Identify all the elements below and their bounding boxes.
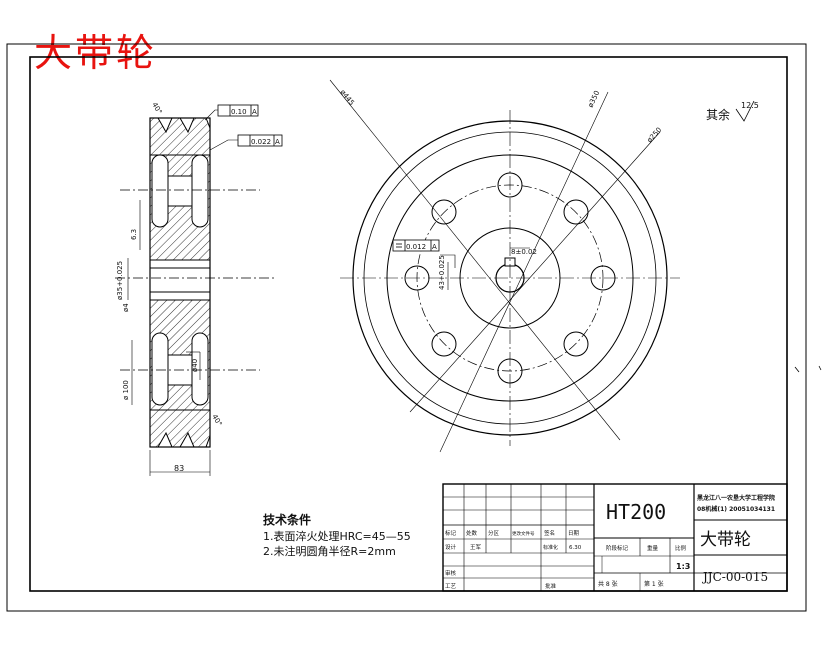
section-view (115, 109, 275, 476)
tech-line-2: 2.未注明圆角半径R=2mm (263, 544, 396, 558)
runout-box-2 (237, 134, 283, 147)
tb-jieduan: 阶段标记 (606, 544, 629, 552)
runout-2-datum: A (275, 138, 280, 146)
right-hole-top (191, 154, 209, 228)
tb-bili: 比例 (675, 544, 687, 552)
title-block (442, 483, 788, 592)
tb-designer: 王军 (470, 544, 482, 551)
sheets-total: 共 8 张 (598, 580, 618, 588)
tb-zhongliang: 重量 (647, 544, 659, 552)
surface-finish-icon (735, 100, 755, 122)
dim-hub-40: ø40 (191, 359, 199, 372)
symmetry-datum: A (432, 243, 437, 251)
tb-biaozhunhua: 标准化 (543, 544, 558, 551)
tb-riqi: 日期 (568, 530, 580, 537)
dim-depth: 43+0.025 (438, 255, 446, 290)
runout-2-value: 0.022 (251, 138, 271, 146)
tb-sheji: 设计 (445, 543, 457, 551)
dim-250: ø250 (646, 126, 664, 144)
part-name: 大带轮 (700, 530, 751, 550)
tech-heading: 技术条件 (263, 512, 311, 527)
runout-box-1 (217, 104, 259, 117)
runout-1-value: 0.10 (231, 108, 247, 116)
dim-angle-bottom: 40° (210, 413, 223, 428)
tb-fenqu: 分区 (488, 529, 500, 537)
drawing-number: JJC-00-015 (701, 570, 768, 584)
tb-biaoji: 标记 (445, 529, 457, 537)
tb-date: 6.30 (569, 545, 582, 551)
surface-finish-label: 其余 (706, 107, 730, 122)
symmetry-box (392, 239, 440, 252)
sheet-number: 第 1 张 (644, 580, 664, 588)
bottom-rim-hatch (149, 409, 211, 448)
tech-line-1: 1.表面淬火处理HRC=45—55 (263, 529, 411, 543)
class-id: 08机械(1) 20051034131 (697, 505, 775, 513)
surface-finish-value: 12.5 (741, 101, 759, 110)
drawing-title-red: 大带轮 (34, 31, 158, 75)
web-window-top (167, 175, 193, 207)
top-rim-hatch (149, 117, 211, 156)
tb-qianming: 签名 (544, 529, 555, 537)
material-text: HT200 (606, 500, 666, 524)
left-hole-bottom (151, 332, 169, 406)
symmetry-value: 0.012 (406, 243, 426, 251)
tb-gengai: 更改文件号 (512, 530, 535, 537)
scale-value: 1:3 (676, 562, 690, 571)
front-view (329, 79, 680, 453)
dim-350: ø350 (587, 89, 602, 108)
tb-chushu: 处数 (466, 529, 478, 537)
dim-445: ø445 (338, 88, 355, 107)
left-hole-top (151, 154, 169, 228)
dim-keyway: 8±0.02 (511, 248, 537, 256)
dim-small-63: 6.3 (130, 229, 138, 240)
dim-angle-top: 40° (150, 101, 163, 116)
inner-frame (29, 56, 788, 592)
dim-hub-100: ø 100 (122, 380, 130, 400)
dim-d4: ø4 (122, 303, 130, 312)
tb-shenhe: 审核 (445, 569, 457, 577)
school-name: 黑龙江八一农垦大学工程学院 (697, 494, 775, 502)
dim-bore-35: ø35+0.025 (116, 261, 124, 300)
outer-frame (6, 43, 807, 612)
tb-pizhun: 批准 (545, 582, 557, 590)
tb-gongyi: 工艺 (445, 583, 457, 590)
bore (149, 259, 211, 301)
runout-1-datum: A (252, 108, 257, 116)
dim-width-83: 83 (174, 464, 184, 473)
